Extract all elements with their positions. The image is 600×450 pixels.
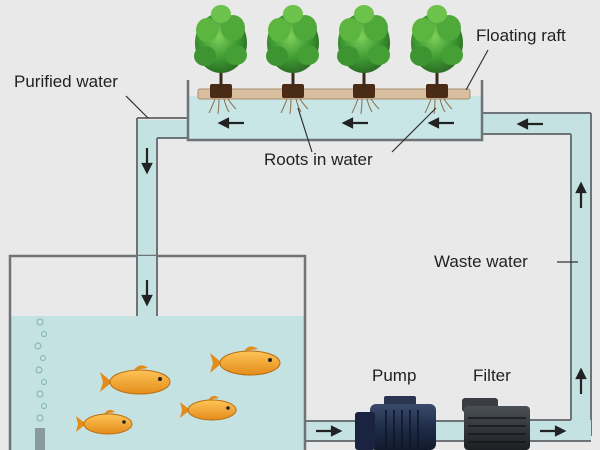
arrow-down-icon [141,148,153,175]
leader-lines [125,49,578,263]
label-waste-water: Waste water [434,252,528,271]
arrow-left-icon [341,117,368,129]
arrow-up-icon [575,367,587,394]
arrow-right-icon [540,425,567,437]
plant [194,5,247,115]
label-floating-raft: Floating raft [476,26,566,45]
fish [76,409,133,435]
filter [462,398,530,450]
label-purified-water: Purified water [14,72,118,91]
plant-pot [210,84,232,98]
air-stone [35,428,45,450]
air-bubbles [34,318,47,422]
roots [351,98,380,115]
fish [180,395,237,421]
plant [410,5,463,115]
roots [208,98,237,115]
plant-pot [353,84,375,98]
arrow-left-icon [217,117,244,129]
pipe-left-top [137,120,189,138]
roots [424,98,453,115]
plant-pot [282,84,304,98]
arrow-right-icon [316,425,343,437]
pipe-right-vertical [571,114,591,436]
pump [355,396,436,450]
roots [280,98,309,115]
flow-arrows [141,117,587,437]
arrow-up-icon [575,181,587,208]
plant [266,5,319,115]
fish [210,346,281,376]
fish [100,365,171,395]
arrow-down-icon [141,280,153,307]
arrow-left-icon [516,118,543,130]
floating-raft [197,88,471,100]
label-roots-in-water: Roots in water [264,150,373,169]
label-filter: Filter [473,366,511,385]
pipe-bottom-2 [432,422,466,440]
arrow-left-icon [427,117,454,129]
plant-pot [426,84,448,98]
plant [337,5,390,115]
label-pump: Pump [372,366,417,385]
